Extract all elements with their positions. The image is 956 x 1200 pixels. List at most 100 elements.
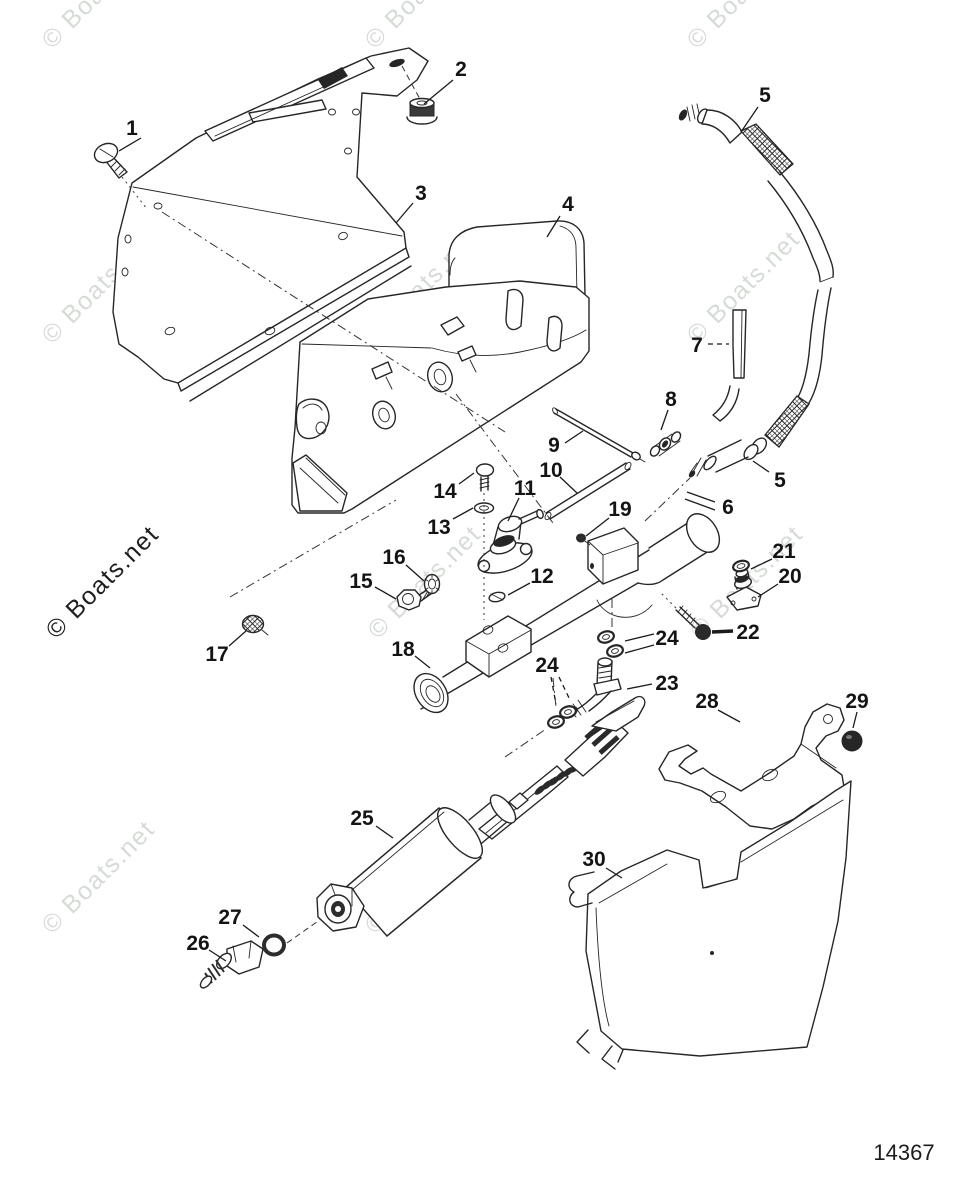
callout-11: 11 — [514, 477, 537, 500]
part-9-rod — [552, 407, 646, 463]
diagram-number: 14367 — [873, 1140, 934, 1165]
callout-leader-30 — [605, 867, 623, 879]
watermark-text: © Boats.net — [40, 520, 164, 644]
callout-leader-8 — [660, 409, 669, 431]
callout-leader-26 — [208, 949, 227, 962]
callout-leader-24 — [550, 676, 557, 705]
callout-28: 28 — [695, 690, 719, 713]
callout-leader-21 — [750, 558, 773, 570]
callout-leader-20 — [757, 583, 779, 598]
callout-22: 22 — [736, 621, 759, 644]
watermark-text: © Boats.net — [681, 0, 805, 54]
callout-20: 20 — [778, 565, 801, 588]
callout-leader-18 — [414, 655, 431, 669]
callout-leader-13 — [452, 507, 474, 520]
watermark-text: © Boats.net — [359, 0, 483, 54]
part-3-bracket — [112, 47, 429, 402]
callout-5: 5 — [759, 84, 771, 107]
callout-leader-9 — [564, 430, 584, 444]
part-8-fitting — [649, 431, 682, 457]
callout-8: 8 — [665, 388, 677, 411]
part-26-fitting — [199, 940, 264, 989]
callout-24: 24 — [535, 654, 559, 677]
callout-12: 12 — [530, 565, 553, 588]
part-14-screw — [475, 463, 495, 492]
part-2-locknut — [406, 97, 438, 125]
callout-9: 9 — [548, 434, 560, 457]
callout-13: 13 — [427, 516, 450, 539]
callout-16: 16 — [382, 546, 405, 569]
callout-leader-11 — [507, 497, 520, 522]
callout-leader-19 — [585, 517, 610, 537]
callout-leader-15 — [374, 586, 397, 600]
part-18-cooler-tube — [413, 513, 721, 714]
part-11-valve — [477, 508, 544, 574]
callout-leader-4 — [546, 215, 561, 238]
part-5-hose — [678, 103, 834, 478]
callout-17: 17 — [205, 643, 228, 666]
callout-30: 30 — [582, 848, 605, 871]
part-24-washers-lower — [547, 705, 577, 729]
callout-leader-6 — [684, 498, 716, 511]
part-20-fitting — [726, 568, 762, 611]
callout-15: 15 — [349, 570, 373, 593]
part-30-cover-box — [568, 780, 852, 1070]
part-17-plug — [241, 614, 269, 636]
part-19-screw — [576, 533, 591, 546]
callout-leader-24 — [624, 644, 655, 654]
part-15-bolt — [396, 587, 433, 611]
callout-6: 6 — [722, 496, 734, 519]
part-1-screw — [93, 142, 128, 179]
callout-leader-23 — [626, 683, 653, 690]
callout-24: 24 — [655, 627, 679, 650]
callout-2: 2 — [455, 58, 467, 81]
callout-leader-5 — [740, 106, 759, 133]
part-28-bracket — [658, 703, 845, 830]
callout-leader-2 — [423, 79, 454, 105]
callout-leader-17 — [228, 630, 247, 647]
callout-leader-24 — [558, 676, 571, 701]
callout-21: 21 — [772, 540, 796, 563]
callout-3: 3 — [415, 182, 427, 205]
callout-leader-22 — [711, 629, 734, 634]
callout-18: 18 — [391, 638, 415, 661]
part-27-oring — [262, 933, 286, 957]
callout-leader-6 — [686, 491, 716, 503]
part-29-nut — [841, 730, 863, 752]
callout-leader-27 — [242, 924, 260, 938]
part-16-washer — [423, 573, 441, 595]
callout-23: 23 — [655, 672, 678, 695]
part-4-clamp-cover — [291, 280, 590, 514]
callout-4: 4 — [562, 193, 574, 216]
watermark-text: © Boats.net — [36, 815, 160, 939]
part-22-screw — [675, 605, 711, 640]
callout-leader-3 — [395, 202, 414, 224]
callout-leader-10 — [559, 476, 578, 494]
parts-artwork — [93, 47, 863, 1070]
callout-29: 29 — [845, 690, 868, 713]
callout-leader-16 — [405, 564, 425, 582]
callout-1: 1 — [126, 117, 138, 140]
callout-leader-5 — [752, 460, 770, 473]
watermark-text: © Boats.net — [36, 0, 160, 54]
part-24-washers-upper — [597, 630, 624, 658]
part-25-fuel-filter — [316, 695, 646, 937]
callout-25: 25 — [350, 807, 374, 830]
callout-leader-1 — [118, 137, 142, 152]
callout-leader-25 — [375, 825, 394, 839]
callout-27: 27 — [218, 906, 241, 929]
callout-leader-24 — [624, 633, 655, 642]
callout-leader-14 — [458, 472, 475, 485]
part-21-oring — [732, 559, 750, 573]
callout-14: 14 — [433, 480, 457, 503]
callout-leader-29 — [852, 711, 858, 729]
callout-26: 26 — [186, 932, 209, 955]
callout-7: 7 — [691, 334, 703, 357]
part-12-seal — [488, 591, 506, 603]
assembly-centerlines — [121, 65, 691, 944]
callout-10: 10 — [539, 459, 562, 482]
part-10-tube — [544, 461, 632, 521]
